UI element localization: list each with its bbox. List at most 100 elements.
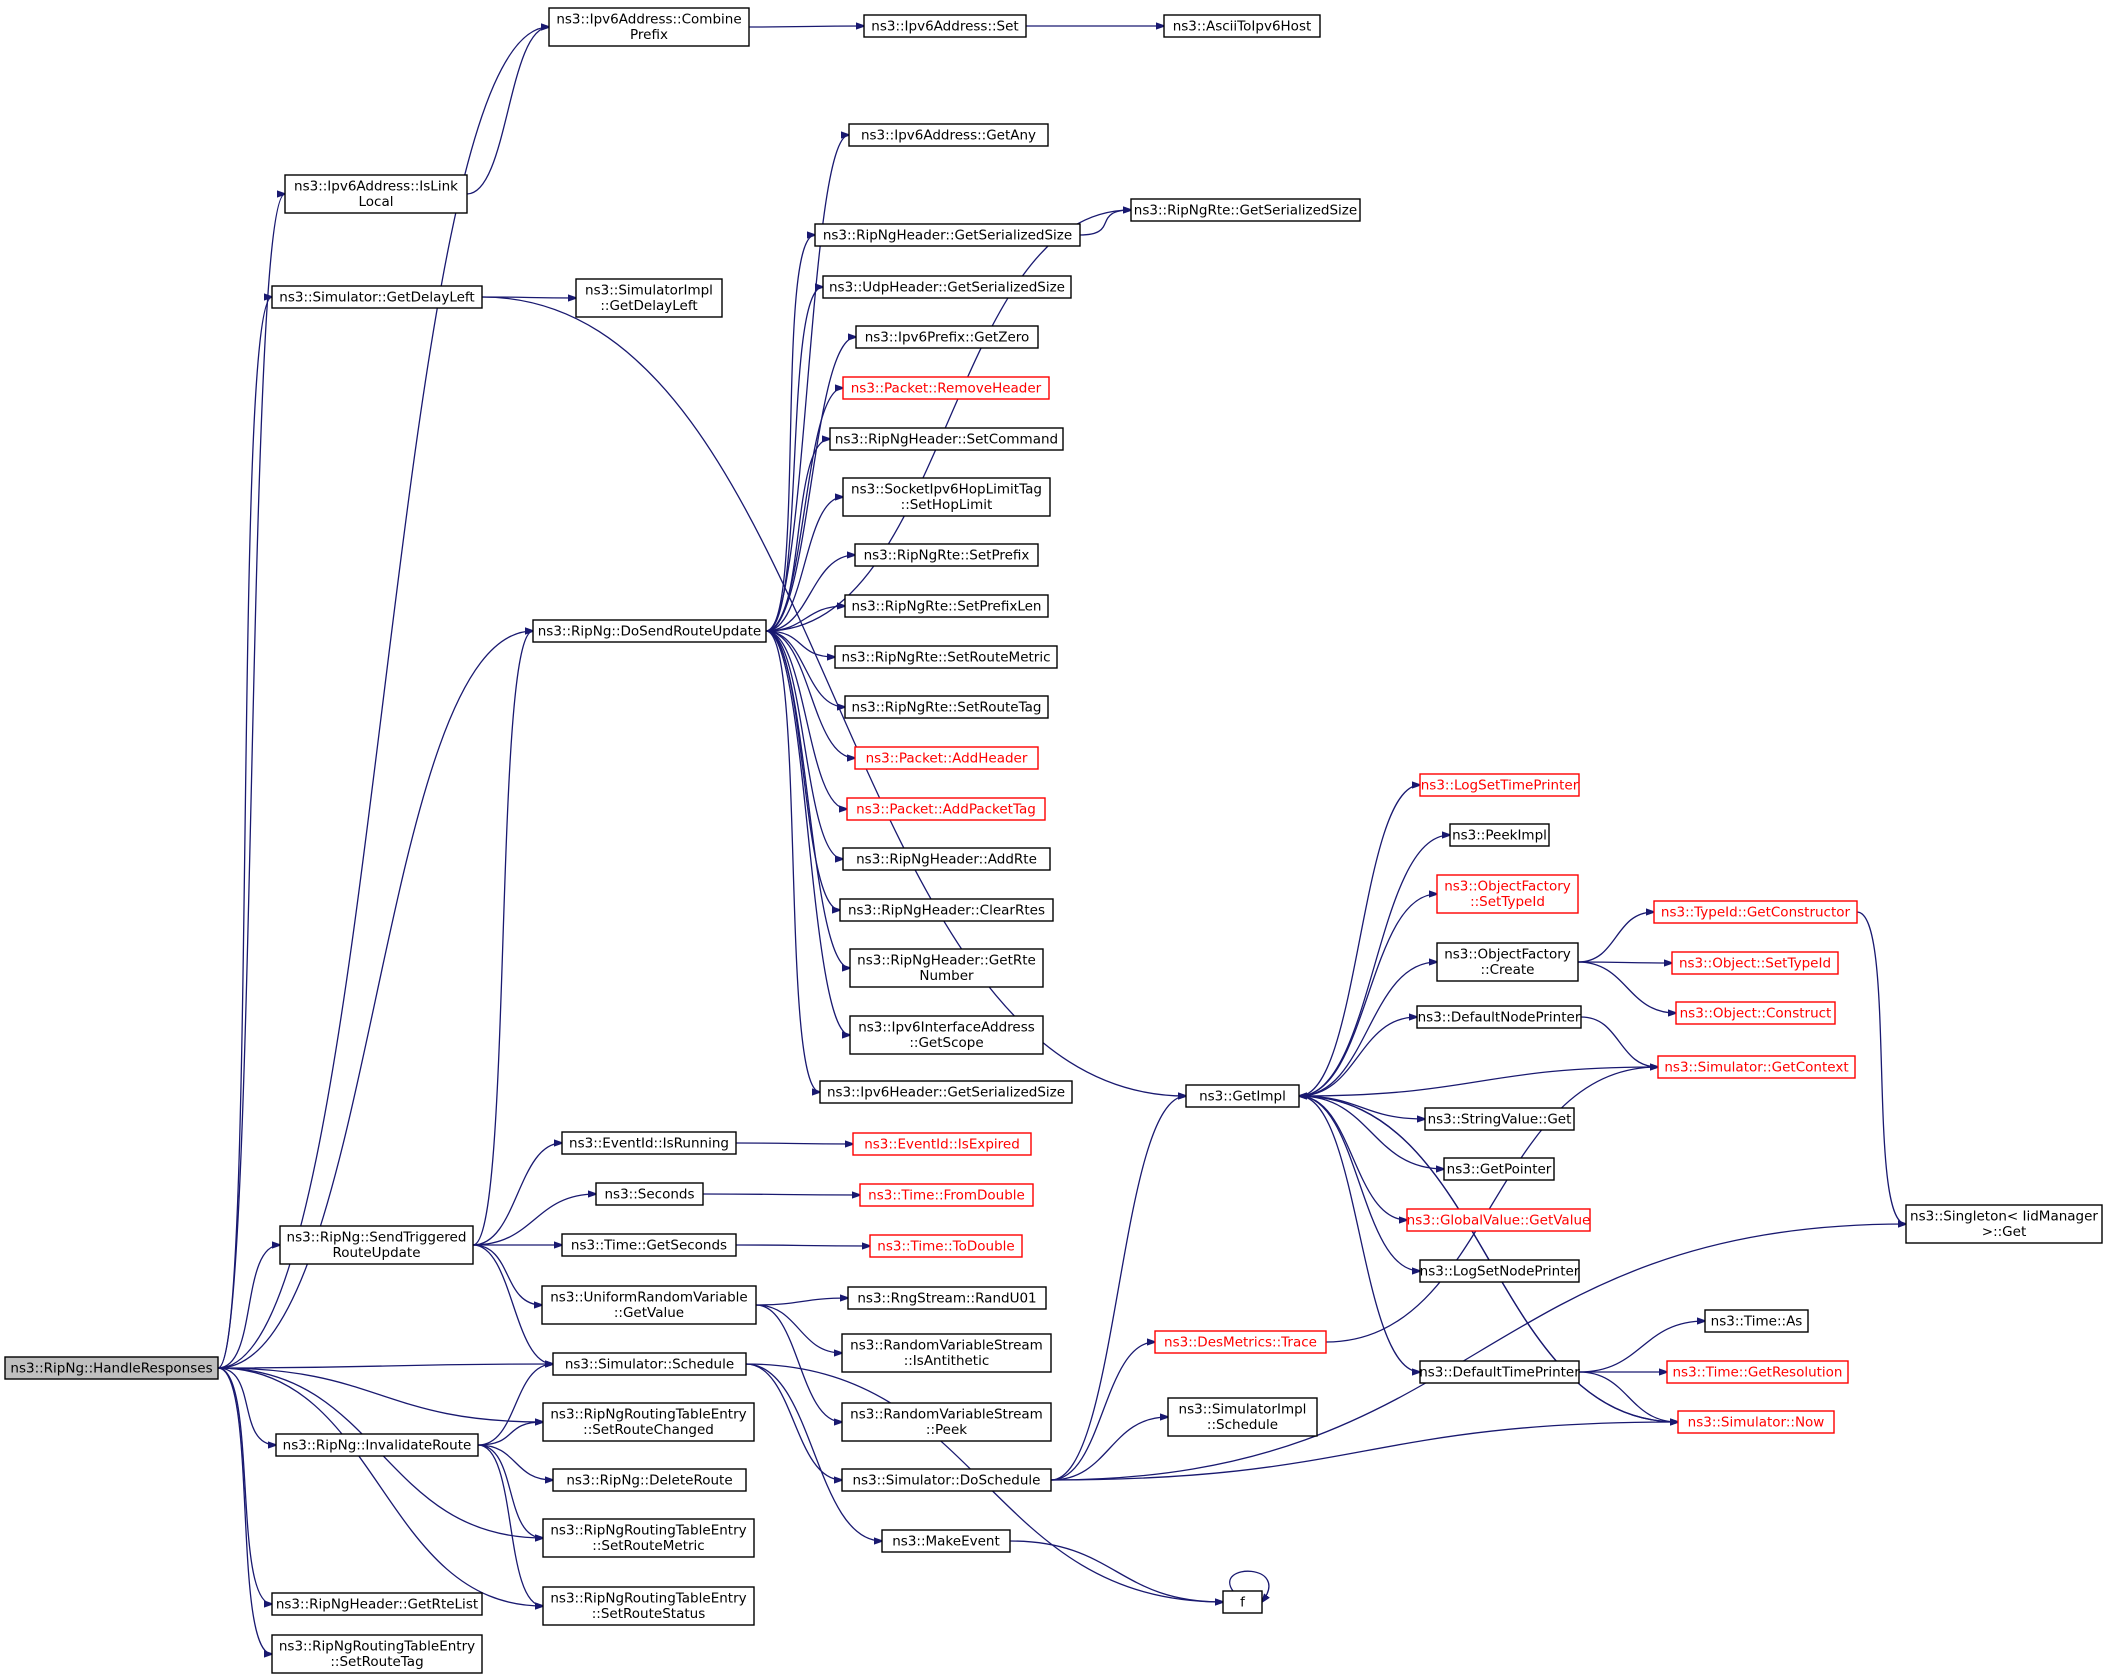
edge-handle-responses-to-set-route-status <box>217 1367 543 1606</box>
node-label: ns3::Simulator::GetDelayLeft <box>279 289 474 305</box>
node-clear-rtes[interactable]: ns3::RipNgHeader::ClearRtes <box>839 898 1054 922</box>
node-set-hop-limit[interactable]: ns3::SocketIpv6HopLimitTag::SetHopLimit <box>842 477 1051 517</box>
node-label: >::Get <box>1982 1224 2026 1240</box>
node-delete-route[interactable]: ns3::RipNg::DeleteRoute <box>552 1468 747 1492</box>
node-label: ::SetRouteMetric <box>592 1538 704 1554</box>
node-box <box>1130 198 1361 222</box>
node-get-pointer[interactable]: ns3::GetPointer <box>1443 1157 1555 1181</box>
node-remove-header[interactable]: ns3::Packet::RemoveHeader <box>842 376 1050 400</box>
node-set-route-tag-entry[interactable]: ns3::RipNgRoutingTableEntry::SetRouteTag <box>271 1634 483 1674</box>
edge-invalidate-route-to-delete-route <box>477 1444 553 1480</box>
node-box <box>1424 1107 1575 1131</box>
node-do-send-route-update[interactable]: ns3::RipNg::DoSendRouteUpdate <box>532 619 767 643</box>
node-get-delay-left[interactable]: ns3::Simulator::GetDelayLeft <box>271 285 483 309</box>
node-box <box>849 948 1044 988</box>
node-get-rte-list[interactable]: ns3::RipNgHeader::GetRteList <box>271 1592 483 1616</box>
edge-handle-responses-to-do-send-route-update <box>217 631 533 1369</box>
node-box <box>1675 1001 1836 1025</box>
node-set-route-changed[interactable]: ns3::RipNgRoutingTableEntry::SetRouteCha… <box>542 1402 755 1442</box>
edge-handle-responses-to-set-route-changed <box>217 1367 543 1422</box>
node-set-route-tag-rte[interactable]: ns3::RipNgRte::SetRouteTag <box>844 695 1049 719</box>
edge-send-triggered-route-update-to-seconds <box>472 1194 596 1246</box>
node-global-value-get-value[interactable]: ns3::GlobalValue::GetValue <box>1406 1208 1591 1232</box>
node-log-set-time-printer[interactable]: ns3::LogSetTimePrinter <box>1419 773 1580 797</box>
node-ascii-to-ipv6-host[interactable]: ns3::AsciiToIpv6Host <box>1163 14 1321 38</box>
node-label: RouteUpdate <box>332 1245 420 1261</box>
node-label: Local <box>359 194 394 210</box>
node-box <box>279 1225 474 1265</box>
node-set-route-metric-entry[interactable]: ns3::RipNgRoutingTableEntry::SetRouteMet… <box>542 1518 755 1558</box>
edge-do-schedule-to-sim-now <box>1050 1422 1678 1481</box>
node-box <box>847 1286 1047 1310</box>
node-label: ns3::GetImpl <box>1199 1088 1286 1104</box>
node-rand-u01[interactable]: ns3::RngStream::RandU01 <box>847 1286 1047 1310</box>
node-log-set-node-printer[interactable]: ns3::LogSetNodePrinter <box>1419 1259 1580 1283</box>
node-of-create[interactable]: ns3::ObjectFactory::Create <box>1436 942 1579 982</box>
node-default-time-printer[interactable]: ns3::DefaultTimePrinter <box>1419 1360 1580 1384</box>
node-set-command[interactable]: ns3::RipNgHeader::SetCommand <box>829 427 1064 451</box>
node-of-set-type-id[interactable]: ns3::ObjectFactory::SetTypeId <box>1436 874 1579 914</box>
node-add-rte[interactable]: ns3::RipNgHeader::AddRte <box>842 847 1051 871</box>
node-set-route-status[interactable]: ns3::RipNgRoutingTableEntry::SetRouteSta… <box>542 1586 755 1626</box>
node-f[interactable]: f <box>1222 1590 1263 1614</box>
node-is-expired[interactable]: ns3::EventId::IsExpired <box>852 1132 1032 1156</box>
node-obj-construct[interactable]: ns3::Object::Construct <box>1675 1001 1836 1025</box>
node-is-antithetic[interactable]: ns3::RandomVariableStream::IsAntithetic <box>841 1333 1052 1373</box>
node-to-double[interactable]: ns3::Time::ToDouble <box>869 1234 1023 1258</box>
edge-urv-get-value-to-is-antithetic <box>755 1304 842 1353</box>
node-ipv6-hdr-get-serialized-size[interactable]: ns3::Ipv6Header::GetSerializedSize <box>819 1080 1073 1104</box>
edge-get-impl-to-log-set-time-printer <box>1298 785 1420 1097</box>
node-set-prefix-len[interactable]: ns3::RipNgRte::SetPrefixLen <box>844 594 1049 618</box>
node-set-route-metric-rte[interactable]: ns3::RipNgRte::SetRouteMetric <box>834 645 1058 669</box>
node-default-node-printer[interactable]: ns3::DefaultNodePrinter <box>1416 1005 1582 1029</box>
node-sim-impl-schedule[interactable]: ns3::SimulatorImpl::Schedule <box>1167 1397 1318 1437</box>
node-box <box>1222 1590 1263 1614</box>
node-time-as[interactable]: ns3::Time::As <box>1704 1309 1809 1333</box>
node-label: ns3::UdpHeader::GetSerializedSize <box>829 279 1065 295</box>
node-get-context[interactable]: ns3::Simulator::GetContext <box>1657 1055 1856 1079</box>
node-sim-schedule[interactable]: ns3::Simulator::Schedule <box>552 1352 747 1376</box>
node-invalidate-route[interactable]: ns3::RipNg::InvalidateRoute <box>275 1433 479 1457</box>
node-get-scope[interactable]: ns3::Ipv6InterfaceAddress::GetScope <box>849 1015 1044 1055</box>
node-rte-get-serialized-size[interactable]: ns3::RipNgRte::GetSerializedSize <box>1130 198 1361 222</box>
node-seconds[interactable]: ns3::Seconds <box>595 1182 704 1206</box>
node-from-double[interactable]: ns3::Time::FromDouble <box>859 1183 1034 1207</box>
node-add-packet-tag[interactable]: ns3::Packet::AddPacketTag <box>846 797 1046 821</box>
node-get-constructor[interactable]: ns3::TypeId::GetConstructor <box>1653 900 1858 924</box>
node-do-schedule[interactable]: ns3::Simulator::DoSchedule <box>841 1468 1052 1492</box>
node-get-resolution[interactable]: ns3::Time::GetResolution <box>1666 1360 1849 1384</box>
node-des-metrics-trace[interactable]: ns3::DesMetrics::Trace <box>1154 1330 1327 1354</box>
node-label: Number <box>919 968 974 984</box>
node-hdr-get-serialized-size[interactable]: ns3::RipNgHeader::GetSerializedSize <box>814 223 1081 247</box>
edge-do-send-route-update-to-get-rte-number <box>765 630 850 968</box>
node-obj-set-type-id[interactable]: ns3::Object::SetTypeId <box>1671 951 1839 975</box>
node-string-value-get[interactable]: ns3::StringValue::Get <box>1424 1107 1575 1131</box>
node-urv-get-value[interactable]: ns3::UniformRandomVariable::GetValue <box>541 1285 757 1325</box>
node-udp-get-serialized-size[interactable]: ns3::UdpHeader::GetSerializedSize <box>822 275 1072 299</box>
node-sim-now[interactable]: ns3::Simulator::Now <box>1677 1410 1835 1434</box>
node-box <box>595 1182 704 1206</box>
node-sim-impl-get-delay-left[interactable]: ns3::SimulatorImpl::GetDelayLeft <box>575 278 723 318</box>
node-is-running[interactable]: ns3::EventId::IsRunning <box>561 1131 737 1155</box>
node-box <box>1677 1410 1835 1434</box>
node-get-impl[interactable]: ns3::GetImpl <box>1185 1084 1300 1108</box>
node-ipv6-set[interactable]: ns3::Ipv6Address::Set <box>863 14 1027 38</box>
node-time-get-seconds[interactable]: ns3::Time::GetSeconds <box>561 1233 737 1257</box>
node-get-any[interactable]: ns3::Ipv6Address::GetAny <box>848 123 1049 147</box>
node-peek[interactable]: ns3::RandomVariableStream::Peek <box>841 1402 1052 1442</box>
node-handle-responses[interactable]: ns3::RipNg::HandleResponses <box>4 1356 219 1380</box>
node-prefix-get-zero[interactable]: ns3::Ipv6Prefix::GetZero <box>855 325 1039 349</box>
node-label: f <box>1240 1594 1246 1610</box>
node-set-prefix[interactable]: ns3::RipNgRte::SetPrefix <box>854 543 1039 567</box>
node-label: ns3::ObjectFactory <box>1444 879 1571 895</box>
node-add-header[interactable]: ns3::Packet::AddHeader <box>854 746 1039 770</box>
node-peek-impl[interactable]: ns3::PeekImpl <box>1449 823 1550 847</box>
edge-des-metrics-trace-to-get-context <box>1325 1067 1658 1343</box>
node-singleton-get[interactable]: ns3::Singleton< IidManager >::Get <box>1905 1204 2103 1244</box>
node-label: ::IsAntithetic <box>904 1353 990 1369</box>
node-make-event[interactable]: ns3::MakeEvent <box>881 1529 1011 1553</box>
